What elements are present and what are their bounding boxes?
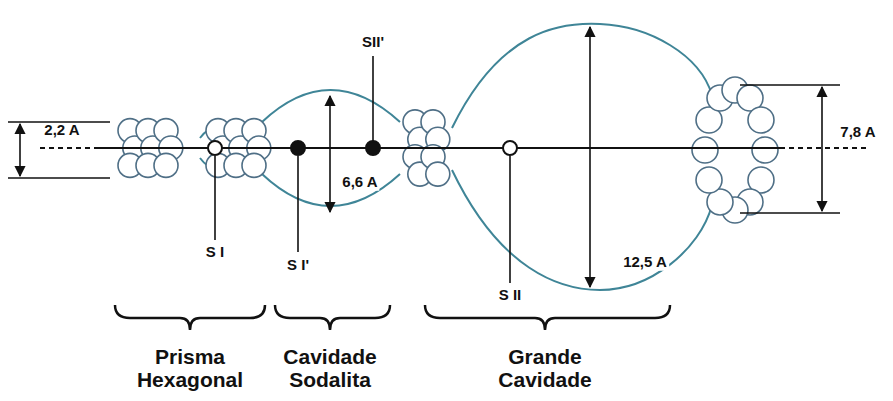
dimension-label: S II <box>499 287 522 304</box>
dimension-label: 2,2 A <box>44 122 79 139</box>
cavity-outline <box>200 24 712 290</box>
dimension-label: 6,6 A <box>340 174 379 191</box>
oxygen-atom <box>692 137 718 163</box>
oxygen-atoms <box>118 77 778 223</box>
oxygen-atom <box>696 167 722 193</box>
region-name: Grande Cavidade <box>485 345 605 391</box>
oxygen-atom <box>426 162 450 186</box>
dimension-label: S I' <box>287 257 309 274</box>
axis <box>40 147 870 149</box>
brace <box>115 305 670 330</box>
leader-lines <box>215 56 510 283</box>
dimension-lines <box>8 27 840 287</box>
region-name: Cavidade Sodalita <box>270 345 390 391</box>
dimension-label: 12,5 A <box>621 254 669 271</box>
region-name: Prisma Hexagonal <box>130 345 250 391</box>
dimension-label: SII' <box>362 34 384 51</box>
oxygen-atom <box>154 153 178 177</box>
oxygen-atom <box>242 153 266 177</box>
site-markers <box>208 141 517 155</box>
oxygen-atom <box>752 137 778 163</box>
dimension-label: S I <box>206 244 224 261</box>
oxygen-atom <box>748 107 774 133</box>
dimension-label: 7,8 A <box>840 124 875 141</box>
